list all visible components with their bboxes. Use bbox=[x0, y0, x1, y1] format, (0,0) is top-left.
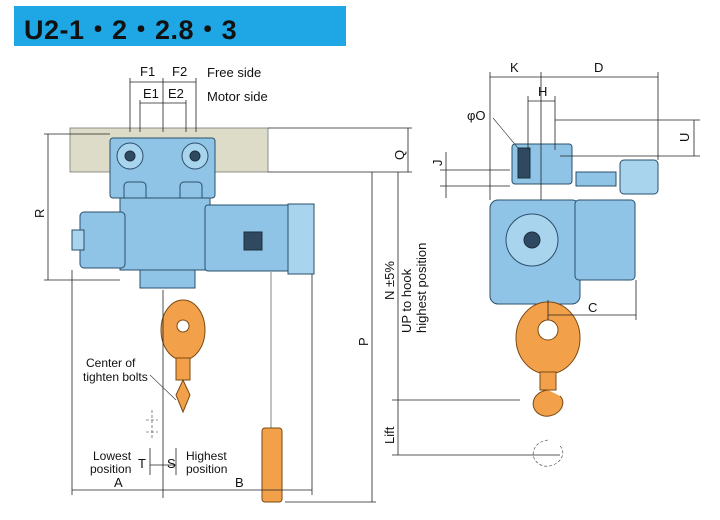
label-K: K bbox=[510, 60, 519, 75]
label-H: H bbox=[538, 84, 547, 99]
pendant-switch bbox=[261, 427, 283, 503]
label-A: A bbox=[114, 475, 123, 490]
label-R: R bbox=[32, 209, 47, 218]
label-free-side: Free side bbox=[207, 65, 261, 80]
page-title: U2-1・2・2.8・3 bbox=[24, 15, 238, 45]
label-D: D bbox=[594, 60, 603, 75]
title-banner bbox=[14, 6, 346, 46]
label-E2: E2 bbox=[168, 86, 184, 101]
hoist-body bbox=[119, 197, 211, 271]
label-highest: Highest bbox=[186, 449, 227, 463]
label-B: B bbox=[235, 475, 244, 490]
label-motor-side: Motor side bbox=[207, 89, 268, 104]
label-C: C bbox=[588, 300, 597, 315]
label-T: T bbox=[138, 456, 146, 471]
label-center-of: Center of bbox=[86, 356, 136, 370]
label-highest-position-2: position bbox=[186, 462, 227, 476]
label-Q: Q bbox=[392, 150, 407, 160]
side-hook bbox=[532, 389, 564, 417]
label-J: J bbox=[430, 160, 445, 167]
label-phi-O: φO bbox=[467, 108, 486, 123]
label-E1: E1 bbox=[143, 86, 159, 101]
label-tighten-bolts: tighten bolts bbox=[83, 370, 148, 384]
label-lift: Lift bbox=[382, 426, 397, 444]
traverse-motor bbox=[619, 159, 659, 195]
label-P: P bbox=[356, 337, 371, 346]
label-F1: F1 bbox=[140, 64, 155, 79]
label-up-to-hook: UP to hook bbox=[399, 268, 414, 333]
brake-cover bbox=[287, 203, 315, 275]
label-N: N ±5% bbox=[382, 261, 397, 300]
gear-case bbox=[79, 211, 126, 269]
label-lowest: Lowest bbox=[93, 449, 132, 463]
label-S: S bbox=[167, 456, 176, 471]
label-U: U bbox=[677, 133, 692, 142]
side-motor bbox=[574, 199, 636, 281]
label-highest-position: highest position bbox=[414, 243, 429, 333]
label-lowest-position: position bbox=[90, 462, 131, 476]
label-F2: F2 bbox=[172, 64, 187, 79]
hook-tip bbox=[175, 378, 191, 414]
